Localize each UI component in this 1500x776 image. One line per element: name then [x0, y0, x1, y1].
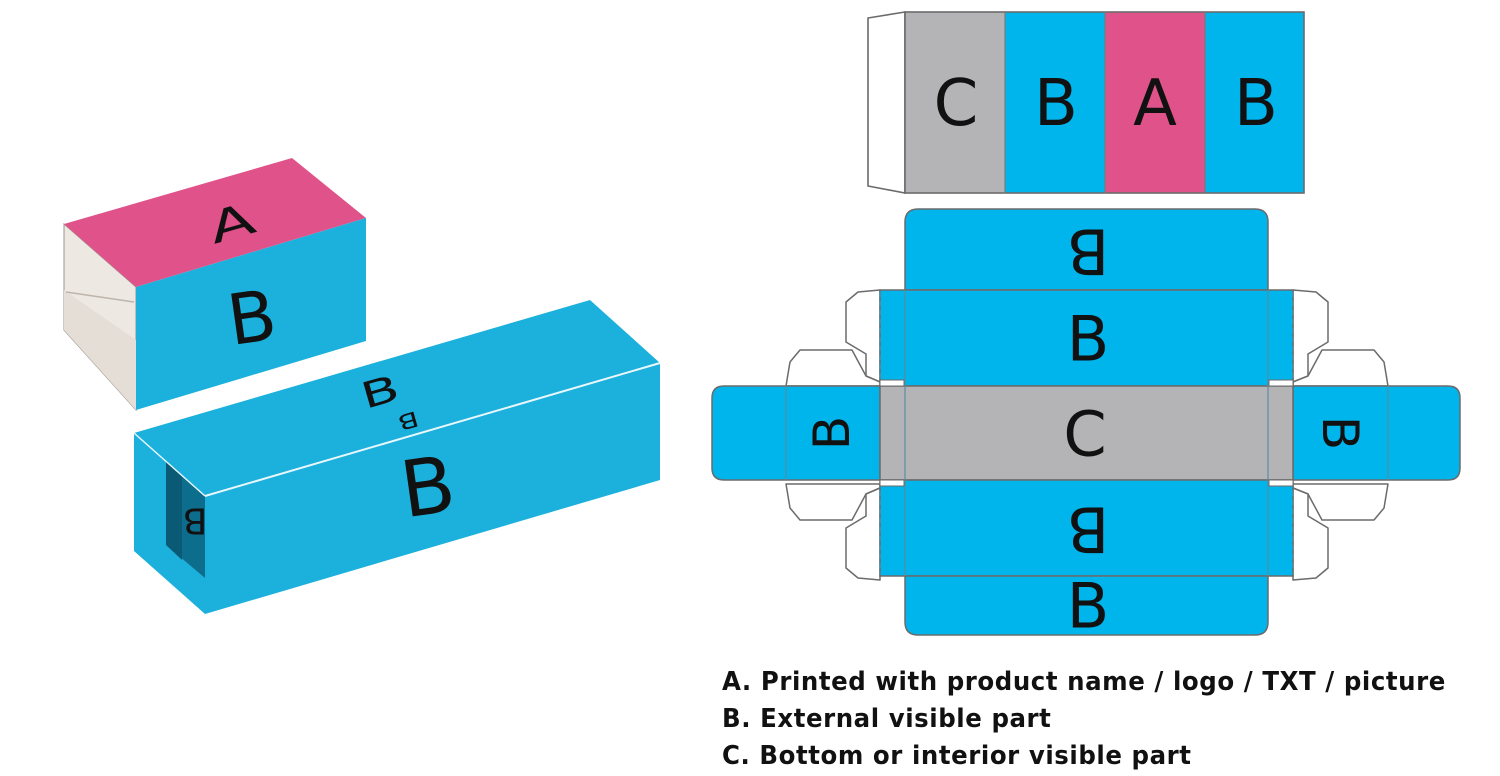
flap-bottom-left-lower	[845, 487, 881, 581]
tray-dieline: B B C B B B B	[711, 208, 1461, 643]
dieline-letter-upper-side: B	[1067, 303, 1110, 376]
tray-front-letter: B	[395, 440, 461, 537]
sleeve-glue-flap	[867, 11, 906, 194]
sleeve-dieline: C B A B	[867, 11, 1305, 194]
dieline-letter-right-end: B	[1311, 416, 1369, 450]
sleeve-letter-a: A	[1133, 67, 1177, 141]
end-panel-right	[1292, 385, 1461, 481]
sleeve-front-letter: B	[223, 274, 282, 362]
sleeve-panel-b2	[1205, 12, 1304, 193]
tray-top-edge	[204, 362, 661, 497]
sleeve-front-face	[136, 218, 366, 410]
sleeve-panel-c	[905, 12, 1005, 193]
assembled-box-views: A B B B B B	[63, 158, 661, 614]
tray-end-inner-shade	[166, 462, 182, 560]
sleeve-panel-a	[1105, 12, 1205, 193]
sleeve-letter-b2: B	[1234, 67, 1278, 141]
tray-panel-top-tuck	[904, 208, 1269, 291]
legend-item-b: B. External visible part	[722, 704, 1052, 734]
sleeve-letter-b1: B	[1034, 67, 1078, 141]
sleeve-inner-floor	[64, 290, 136, 410]
flap-bottom-right-lower	[1292, 487, 1329, 581]
dieline-letter-top-tuck: B	[1067, 215, 1110, 288]
dieline-letter-lower-side: B	[1067, 493, 1110, 566]
tray-top-face	[134, 300, 660, 496]
sleeve-top-face	[64, 158, 366, 287]
sleeve-box-3d: A B	[63, 158, 366, 412]
tray-inner-letter: B	[183, 500, 208, 541]
sleeve-panel-b1	[1005, 12, 1105, 193]
tray-panel-upper-side	[879, 289, 1294, 387]
legend-item-a: A. Printed with product name / logo / TX…	[722, 667, 1446, 697]
legend-item-c: C. Bottom or interior visible part	[722, 741, 1192, 771]
tray-panel-bottom-c	[879, 385, 1294, 481]
dieline-letter-bottom-tuck: B	[1067, 570, 1110, 643]
dieline-letter-left-end: B	[803, 416, 861, 450]
legend: A. Printed with product name / logo / TX…	[722, 664, 1492, 775]
end-panel-left	[711, 385, 881, 481]
dieline-letter-bottom: C	[1063, 398, 1106, 471]
tray-front-face	[205, 363, 660, 614]
tray-side-edge	[133, 432, 206, 497]
sleeve-inner-crease	[65, 291, 135, 303]
sleeve-letter-c: C	[934, 67, 979, 141]
tray-panel-lower-side	[879, 479, 1294, 577]
tray-box-3d: B B B B	[133, 300, 661, 614]
tray-panel-bottom-tuck	[904, 575, 1269, 636]
